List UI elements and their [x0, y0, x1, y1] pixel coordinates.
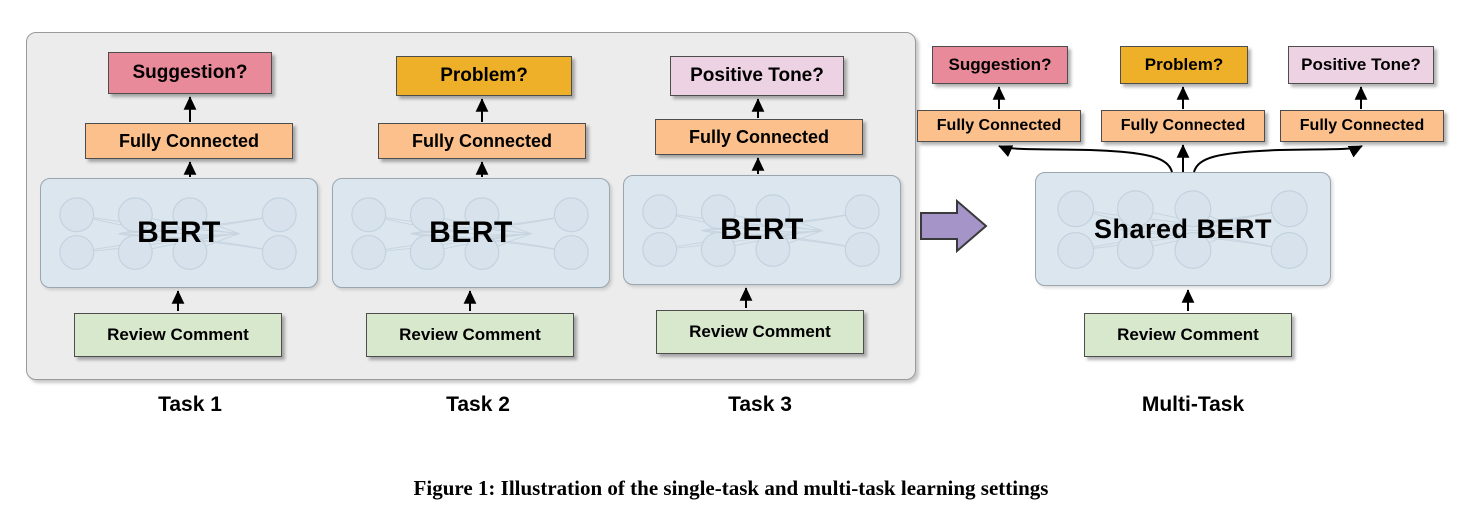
caption-task-1: Task 1 [158, 393, 222, 416]
multitask-head-positive-tone: Positive Tone? [1288, 46, 1434, 84]
task3-bert-label: BERT [720, 213, 804, 246]
task3-fully-connected-box: Fully Connected [655, 119, 863, 155]
task1-review-comment-box: Review Comment [74, 313, 282, 357]
multitask-head-suggestion: Suggestion? [932, 46, 1068, 84]
task3-head-box: Positive Tone? [670, 56, 844, 96]
right-arrow-icon [920, 198, 988, 254]
task3-review-comment-box: Review Comment [656, 310, 864, 354]
shared-bert-network-graphic [1057, 190, 1308, 269]
multitask-fully-connected-2: Fully Connected [1101, 110, 1265, 142]
task2-fully-connected-box: Fully Connected [378, 123, 586, 159]
task1-head-box: Suggestion? [108, 52, 272, 94]
task3-bert-block: BERT [623, 175, 901, 285]
task1-bert-block: BERT [40, 178, 318, 288]
figure-caption: Figure 1: Illustration of the single-tas… [413, 476, 1049, 500]
task2-review-comment-box: Review Comment [366, 313, 574, 357]
arrow-sharedbert-to-fc3 [1193, 145, 1363, 173]
arrow-sharedbert-to-fc1 [998, 145, 1173, 173]
multitask-fully-connected-3: Fully Connected [1280, 110, 1444, 142]
task3-bert-network-graphic [642, 194, 880, 267]
multitask-fully-connected-1: Fully Connected [917, 110, 1081, 142]
caption-multi-task: Multi-Task [1141, 393, 1245, 416]
task2-bert-block: BERT [332, 178, 610, 288]
task1-bert-label: BERT [137, 216, 221, 249]
task1-fully-connected-box: Fully Connected [85, 123, 293, 159]
shared-bert-label: Shared BERT [1093, 213, 1273, 244]
task2-bert-label: BERT [429, 216, 513, 249]
multitask-head-problem: Problem? [1120, 46, 1248, 84]
task2-bert-network-graphic [351, 197, 589, 270]
task2-head-box: Problem? [396, 56, 572, 96]
caption-task-2: Task 2 [446, 393, 510, 416]
task1-bert-network-graphic [59, 197, 297, 270]
multitask-shared-bert-block: Shared BERT [1035, 172, 1331, 286]
multitask-review-comment-box: Review Comment [1084, 313, 1292, 357]
caption-task-3: Task 3 [728, 393, 792, 416]
